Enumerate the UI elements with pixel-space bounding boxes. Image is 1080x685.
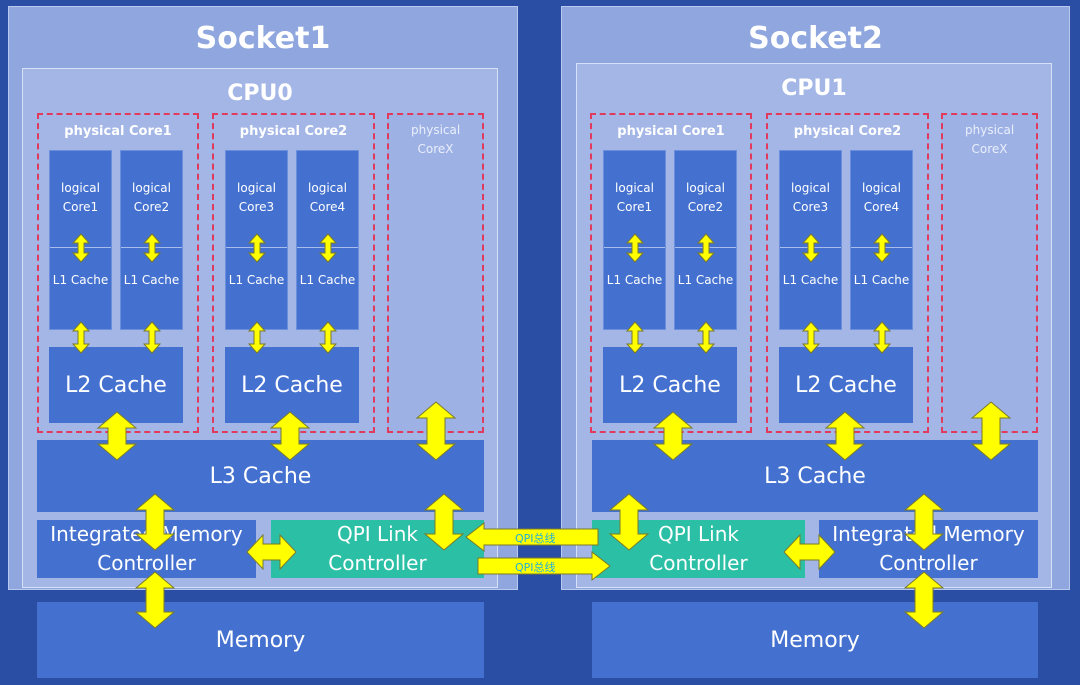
logical-core-label: logical Core1	[61, 181, 100, 214]
logical-l1-arrow	[872, 233, 892, 263]
l1-cache-label: L1 Cache	[606, 273, 663, 287]
logical-l1-arrow	[801, 233, 821, 263]
memory: Memory	[37, 602, 484, 678]
physical-core-label: physical Core1	[64, 124, 172, 139]
controller-memory-arrow	[134, 571, 176, 629]
l1-l2-arrow	[247, 321, 267, 354]
logical-l1-arrow	[625, 233, 645, 263]
l2-cache: L2 Cache	[779, 347, 913, 423]
l3-controller-arrow	[423, 493, 465, 551]
logical-core-label: logical Core4	[862, 181, 901, 214]
l1-cache-label: L1 Cache	[52, 273, 109, 287]
l1-l2-arrow	[625, 321, 645, 354]
l3-controller-arrow	[608, 493, 650, 551]
physical-core-label: physical Core2	[239, 124, 348, 139]
logical-core-label: logical Core3	[237, 181, 276, 214]
l1-l2-arrow	[71, 321, 91, 354]
logical-core-4: logical Core4 L1 Cache	[850, 150, 913, 330]
l1-cache-label: L1 Cache	[853, 273, 910, 287]
l2-cache: L2 Cache	[603, 347, 737, 423]
physical-core-x: physical CoreX	[387, 113, 484, 433]
physical-core-label: physical Core2	[793, 124, 902, 139]
qpi-bus-arrow-left	[465, 521, 599, 553]
memory: Memory	[592, 602, 1038, 678]
physical-core-x: physical CoreX	[941, 113, 1038, 433]
qpi-bus-arrow-right	[477, 550, 611, 582]
logical-core-label: logical Core2	[132, 181, 171, 214]
qpi-link-controller: QPI Link Controller	[592, 520, 805, 578]
logical-l1-arrow	[71, 233, 91, 263]
l1-cache-label: L1 Cache	[299, 273, 356, 287]
l1-l2-arrow	[801, 321, 821, 354]
l1-l2-arrow	[142, 321, 162, 354]
l1-l2-arrow	[318, 321, 338, 354]
l2-cache: L2 Cache	[225, 347, 359, 423]
l2-l3-arrow	[269, 411, 311, 461]
l1-cache-label: L1 Cache	[677, 273, 734, 287]
l1-cache-label: L1 Cache	[782, 273, 839, 287]
qpi-bus-label: QPI总线	[515, 561, 556, 574]
qpi-memctl-arrow	[783, 533, 836, 571]
socket-title: Socket1	[195, 21, 331, 56]
controller-memory-arrow	[903, 571, 945, 629]
logical-core-label: logical Core1	[615, 181, 654, 214]
qpi-bus-label: QPI总线	[515, 532, 556, 545]
logical-l1-arrow	[696, 233, 716, 263]
logical-core-1: logical Core1 L1 Cache	[49, 150, 112, 330]
l2-cache: L2 Cache	[49, 347, 183, 423]
l2-l3-arrow	[824, 411, 866, 461]
cpu-title: CPU0	[227, 81, 293, 106]
l1-l2-arrow	[696, 321, 716, 354]
logical-l1-arrow	[142, 233, 162, 263]
l2-l3-arrow	[96, 411, 138, 461]
logical-core-label: logical Core4	[308, 181, 347, 214]
l3-controller-arrow	[134, 493, 176, 551]
l3-controller-arrow	[903, 493, 945, 551]
logical-l1-arrow	[318, 233, 338, 263]
logical-l1-arrow	[247, 233, 267, 263]
memctl-qpi-arrow	[246, 533, 297, 571]
cpu-title: CPU1	[781, 76, 847, 101]
l1-l2-arrow	[872, 321, 892, 354]
physical-core-label: physical CoreX	[965, 123, 1015, 156]
corex-l3-arrow	[415, 401, 457, 461]
logical-core-label: logical Core3	[791, 181, 830, 214]
l2-l3-arrow	[652, 411, 694, 461]
l1-cache-label: L1 Cache	[228, 273, 285, 287]
physical-core-label: physical CoreX	[411, 123, 461, 156]
l1-cache-label: L1 Cache	[123, 273, 180, 287]
socket-title: Socket2	[748, 21, 883, 56]
logical-core-label: logical Core2	[686, 181, 725, 214]
physical-core-label: physical Core1	[617, 124, 725, 139]
corex-l3-arrow	[970, 401, 1012, 461]
